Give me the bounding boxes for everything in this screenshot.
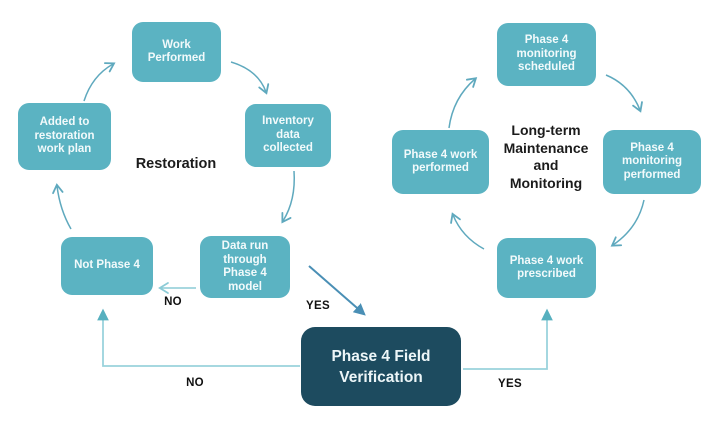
node-phase-4-monitoring-performed: Phase 4 monitoring performed bbox=[603, 130, 701, 194]
node-phase-4-work-performed: Phase 4 work performed bbox=[392, 130, 489, 194]
node-not-phase-4: Not Phase 4 bbox=[61, 237, 153, 295]
label-field-no: NO bbox=[186, 377, 204, 389]
arrow-prescribed-to-work-performed-icon bbox=[450, 212, 485, 250]
node-added-to-restoration-work-plan: Added to restoration work plan bbox=[18, 103, 111, 170]
arrow-inventory-to-data-run-icon bbox=[281, 170, 296, 224]
arrow-added-to-work-performed-icon bbox=[83, 62, 116, 102]
arrow-model-yes-to-field-verification-icon bbox=[308, 265, 366, 316]
arrow-field-verification-no-to-not-phase4-icon bbox=[97, 308, 300, 367]
arrow-work-performed-to-scheduled-icon bbox=[448, 77, 478, 129]
label-model-yes: YES bbox=[306, 300, 330, 312]
arrow-monitoring-performed-to-prescribed-icon bbox=[610, 199, 645, 247]
right-cycle-title-line-3: and bbox=[533, 157, 559, 173]
left-cycle-title: Restoration bbox=[135, 156, 217, 172]
node-phase-4-work-prescribed: Phase 4 work prescribed bbox=[497, 238, 596, 298]
arrow-scheduled-to-monitoring-performed-icon bbox=[605, 74, 643, 113]
right-cycle-title-line-2: Maintenance bbox=[503, 139, 589, 156]
node-phase-4-field-verification: Phase 4 Field Verification bbox=[301, 327, 461, 406]
right-cycle-title: Long-term Maintenance and Monitoring bbox=[486, 122, 606, 192]
arrow-not-phase4-to-added-icon bbox=[52, 183, 72, 230]
right-cycle-title-line-1: Long-term bbox=[511, 122, 581, 138]
node-inventory-data-collected: Inventory data collected bbox=[245, 104, 331, 167]
node-phase-4-monitoring-scheduled: Phase 4 monitoring scheduled bbox=[497, 23, 596, 86]
label-model-no: NO bbox=[164, 296, 182, 308]
right-cycle-title-line-4: Monitoring bbox=[509, 174, 583, 191]
label-field-yes: YES bbox=[498, 378, 522, 390]
arrow-work-performed-to-inventory-icon bbox=[230, 61, 270, 95]
arrow-field-verification-yes-to-prescribed-icon bbox=[463, 308, 553, 370]
node-data-run-through-phase-4-model: Data run through Phase 4 model bbox=[200, 236, 290, 298]
node-work-performed: Work Performed bbox=[132, 22, 221, 82]
